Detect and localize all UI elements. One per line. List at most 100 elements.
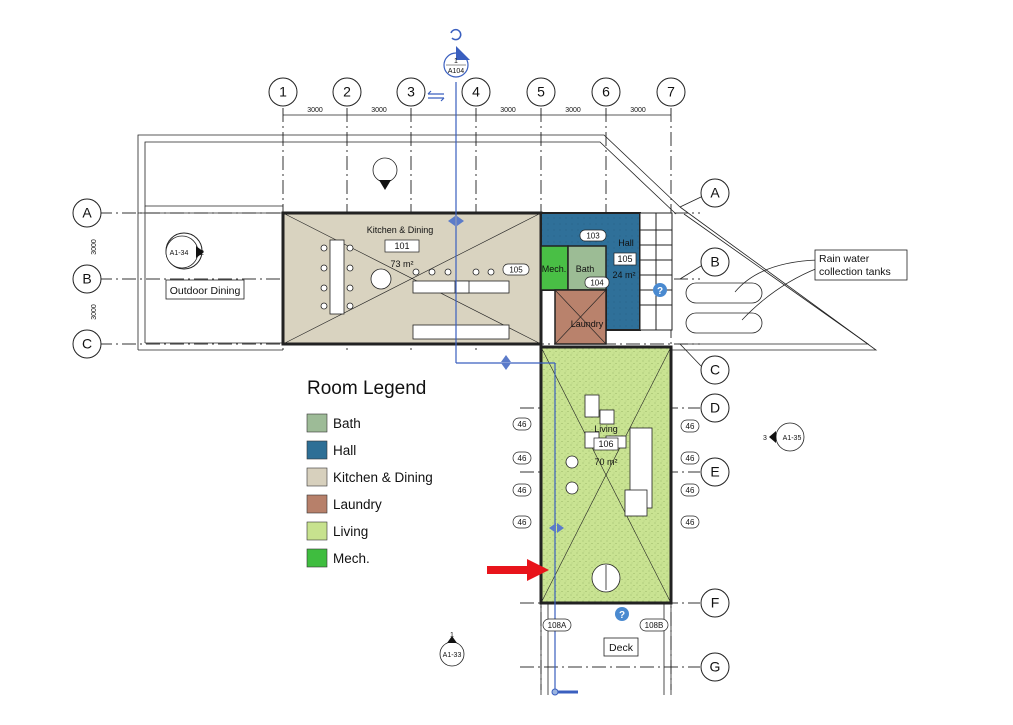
- dimension-mark: 3000: [91, 304, 98, 320]
- legend-item-kitchen: Kitchen & Dining: [333, 470, 433, 485]
- legend-item-laundry: Laundry: [333, 497, 382, 512]
- east-sheet: A1-35: [783, 435, 802, 442]
- hall-number: 105: [617, 254, 632, 264]
- door-tag-103[interactable]: 103: [579, 229, 607, 242]
- living-name: Living: [594, 424, 618, 434]
- drag-handle-icon[interactable]: [457, 216, 464, 226]
- rain-water-label-line2: collection tanks: [819, 266, 891, 278]
- grid-row-d[interactable]: D: [710, 400, 720, 416]
- svg-text:108B: 108B: [645, 621, 664, 630]
- kitchen-area: 73 m²: [390, 259, 413, 269]
- grid-leaders: [679, 196, 702, 367]
- svg-text:103: 103: [586, 232, 600, 241]
- door-tag-104[interactable]: 104: [584, 276, 610, 289]
- callout-leaders: [734, 259, 819, 321]
- grid-col-5[interactable]: 5: [537, 84, 545, 100]
- laundry-diagonals: [554, 289, 607, 345]
- svg-text:105: 105: [509, 266, 523, 275]
- legend-items: [306, 413, 328, 568]
- door-tag-108a[interactable]: 108A: [542, 618, 572, 632]
- legend-item-mech: Mech.: [333, 551, 370, 566]
- south-sheet: A1-33: [443, 652, 462, 659]
- elevation-marker-north[interactable]: [372, 157, 398, 190]
- svg-text:?: ?: [657, 286, 663, 297]
- window-tags-left: [512, 417, 700, 529]
- stair: [639, 212, 673, 331]
- grid-row-b-left[interactable]: B: [82, 271, 91, 287]
- legend-item-hall: Hall: [333, 443, 356, 458]
- window-tag[interactable]: 46: [518, 420, 527, 429]
- window-tag[interactable]: 46: [686, 454, 695, 463]
- grid-row-f[interactable]: F: [711, 595, 720, 611]
- living-number: 106: [598, 439, 613, 449]
- section-marker-top[interactable]: 1 A104: [443, 46, 470, 78]
- water-tanks: [685, 282, 763, 334]
- svg-text:104: 104: [590, 279, 604, 288]
- grid-row-c-right[interactable]: C: [710, 362, 720, 378]
- dimension-mark: 3000: [565, 107, 581, 114]
- svg-text:?: ?: [619, 610, 625, 621]
- grid-col-3[interactable]: 3: [407, 84, 415, 100]
- dimension-mark: 3000: [630, 107, 646, 114]
- window-tag[interactable]: 46: [686, 422, 695, 431]
- section-end-handle[interactable]: [551, 688, 559, 696]
- dimension-mark: 3000: [371, 107, 387, 114]
- living-area: 70 m²: [594, 457, 617, 467]
- grid-row-g[interactable]: G: [710, 659, 721, 675]
- grid-heads-rows: [72, 178, 730, 682]
- living-diagonals: [540, 346, 672, 604]
- grid-row-e[interactable]: E: [710, 464, 719, 480]
- grid-row-c-left[interactable]: C: [82, 336, 92, 352]
- drag-handle-icon[interactable]: [557, 523, 564, 533]
- dimension-mark: 3000: [91, 239, 98, 255]
- mech-name: Mech.: [542, 264, 567, 274]
- window-tag[interactable]: 46: [518, 486, 527, 495]
- grid-heads-columns: [268, 77, 686, 107]
- kitchen-number: 101: [394, 241, 409, 251]
- window-tag[interactable]: 46: [518, 518, 527, 527]
- bath-name: Bath: [576, 264, 595, 274]
- elevation-marker-east[interactable]: 3 A1-35: [763, 422, 805, 452]
- grid-row-b-right[interactable]: B: [710, 254, 719, 270]
- grid-col-6[interactable]: 6: [602, 84, 610, 100]
- door-tag-108b[interactable]: 108B: [639, 618, 669, 632]
- elevation-marker-south[interactable]: 1 A1-33: [439, 632, 465, 667]
- elevation-marker-west[interactable]: A1-34 2: [165, 235, 204, 269]
- question-icon[interactable]: ?: [615, 607, 629, 621]
- drag-handle-icon[interactable]: [501, 363, 511, 370]
- drag-handle-icon[interactable]: [501, 355, 511, 362]
- window-tag[interactable]: 46: [686, 486, 695, 495]
- grid-row-a-left[interactable]: A: [82, 205, 92, 221]
- dimension-mark: 3000: [500, 107, 516, 114]
- door-tag-105[interactable]: 105: [502, 263, 530, 276]
- drag-handle-icon[interactable]: [448, 216, 455, 226]
- grid-col-2[interactable]: 2: [343, 84, 351, 100]
- grid-col-7[interactable]: 7: [667, 84, 675, 100]
- grid-col-1[interactable]: 1: [279, 84, 287, 100]
- deck-label: Deck: [609, 642, 634, 654]
- refresh-icon[interactable]: [450, 28, 462, 41]
- flip-arrow-icon[interactable]: [427, 90, 445, 102]
- dining-table: [320, 239, 354, 315]
- deck-outline: [540, 603, 672, 695]
- grid-col-4[interactable]: 4: [472, 84, 480, 100]
- question-icon[interactable]: ?: [653, 283, 667, 297]
- legend-item-living: Living: [333, 524, 368, 539]
- kitchen-name: Kitchen & Dining: [367, 225, 434, 235]
- legend-title: Room Legend: [307, 378, 426, 399]
- drag-handle-icon[interactable]: [549, 523, 556, 533]
- living-furniture: [565, 394, 653, 593]
- south-number: 1: [450, 632, 454, 639]
- svg-text:108A: 108A: [548, 621, 567, 630]
- rain-water-label-line1: Rain water: [819, 253, 870, 265]
- laundry-name: Laundry: [571, 319, 604, 329]
- west-number: 2: [200, 250, 204, 257]
- east-number: 3: [763, 435, 767, 442]
- kitchen-room-diagonals: [282, 212, 542, 345]
- window-tag[interactable]: 46: [686, 518, 695, 527]
- hall-name: Hall: [618, 238, 634, 248]
- grid-row-a-right[interactable]: A: [710, 185, 720, 201]
- window-tag[interactable]: 46: [518, 454, 527, 463]
- legend-item-bath: Bath: [333, 416, 361, 431]
